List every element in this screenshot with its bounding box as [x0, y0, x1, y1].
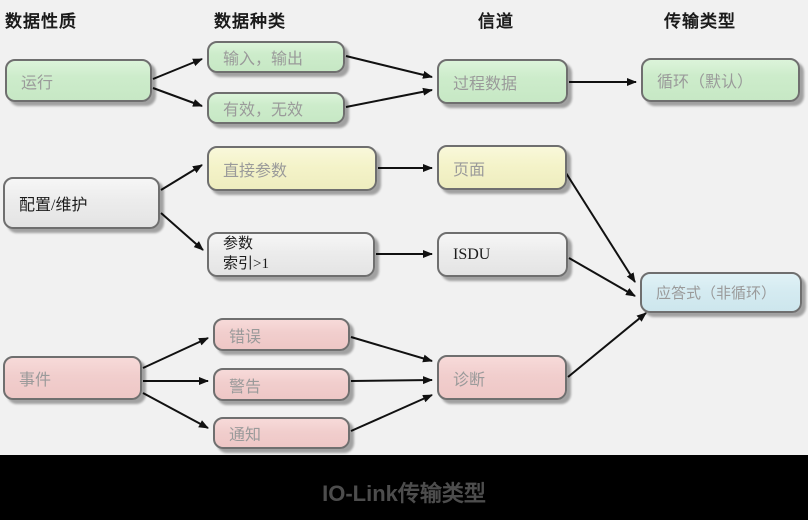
caption-bar: IO-Link传输类型 [0, 455, 808, 520]
node-warning: 警告 [213, 368, 350, 401]
node-parameters-index: 参数 索引>1 [207, 232, 375, 277]
node-diagnosis: 诊断 [437, 355, 567, 400]
edge-error-diagnosis [350, 336, 433, 363]
node-events: 事件 [3, 356, 142, 400]
node-notification: 通知 [213, 417, 350, 449]
node-operation: 运行 [5, 59, 152, 102]
column-header-data-kind: 数据种类 [214, 12, 286, 31]
node-valid-invalid: 有效，无效 [207, 92, 345, 124]
edge-diagnosis-acyclic-response [567, 312, 647, 378]
column-header-transfer-type: 传输类型 [664, 12, 736, 31]
node-error: 错误 [213, 318, 350, 351]
edge-events-notification [142, 392, 209, 429]
node-config-maintenance: 配置/维护 [3, 177, 160, 229]
edge-config-parameters-index [160, 212, 204, 251]
node-direct-parameters: 直接参数 [207, 146, 377, 191]
edge-input-output-process-data [345, 55, 433, 79]
edge-valid-invalid-process-data [345, 87, 433, 108]
node-page: 页面 [437, 145, 567, 190]
edge-events-error [142, 337, 209, 369]
node-parameters-index-line2: 索引>1 [223, 255, 269, 272]
node-acyclic-response: 应答式（非循环） [640, 272, 802, 313]
edge-notification-diagnosis [350, 394, 433, 432]
edge-page-acyclic-response [565, 172, 636, 283]
edge-warning-diagnosis [350, 376, 433, 385]
edge-operation-valid-invalid [152, 87, 203, 107]
node-input-output: 输入，输出 [207, 41, 345, 73]
column-header-data-nature: 数据性质 [5, 12, 77, 31]
node-isdu: ISDU [437, 232, 568, 277]
node-parameters-index-line1: 参数 [223, 236, 254, 252]
column-header-channel: 信道 [478, 12, 514, 31]
node-cyclic-default: 循环（默认） [641, 58, 800, 102]
node-process-data: 过程数据 [437, 59, 568, 104]
diagram-caption: IO-Link传输类型 [322, 480, 486, 506]
edge-operation-input-output [152, 58, 203, 80]
edge-isdu-acyclic-response [568, 257, 636, 297]
edge-config-direct-parameters [160, 164, 203, 191]
